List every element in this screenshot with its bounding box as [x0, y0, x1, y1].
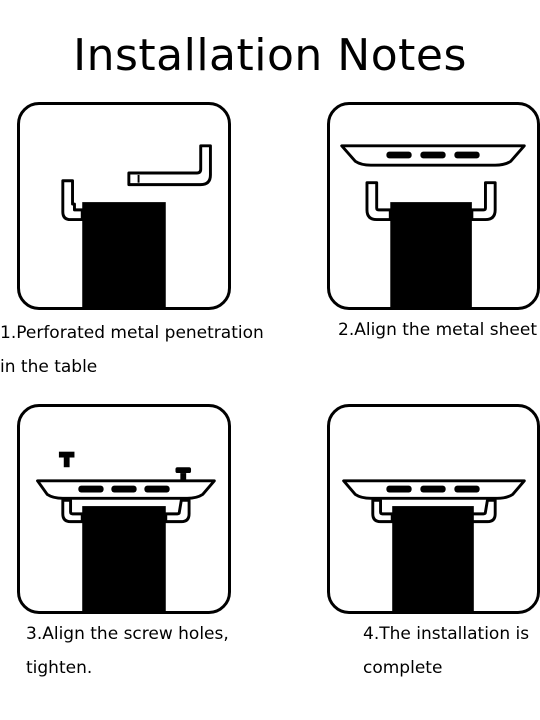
- metal-hook-right: [470, 498, 497, 524]
- step-3-illustration: [17, 404, 231, 614]
- sheet-slot: [78, 485, 104, 493]
- step-2-caption: 2.Align the metal sheet: [338, 320, 538, 340]
- step-1-illustration: [17, 102, 231, 310]
- metal-hook-left: [371, 498, 394, 524]
- table-block: [82, 202, 166, 307]
- metal-hook-left: [61, 498, 84, 524]
- metal-hook-right: [164, 498, 191, 524]
- sheet-slot: [386, 485, 412, 493]
- metal-hook: [61, 179, 84, 222]
- sheet-slot: [454, 151, 480, 159]
- table-block: [82, 506, 166, 611]
- sheet-slot: [420, 151, 446, 159]
- sheet-slot: [386, 151, 412, 159]
- step-3-caption: 3.Align the screw holes, tighten.: [26, 624, 229, 678]
- step-2-diagram: [340, 144, 526, 307]
- step-3-diagram: [36, 451, 216, 611]
- table-block: [390, 202, 472, 307]
- screw-icon: [175, 467, 192, 481]
- sheet-slot: [454, 485, 480, 493]
- sheet-slot: [420, 485, 446, 493]
- table-block: [392, 506, 474, 611]
- step-4-illustration: [327, 404, 540, 614]
- step-4-caption: 4.The installation is complete: [363, 624, 530, 678]
- sheet-slot: [111, 485, 137, 493]
- page-title: Installation Notes: [73, 30, 467, 81]
- step-2-illustration: [327, 102, 540, 310]
- metal-bracket: [127, 144, 212, 187]
- sheet-slot: [144, 485, 170, 493]
- step-4-diagram: [342, 479, 526, 611]
- step-1-diagram: [61, 144, 212, 307]
- screw-icon: [58, 451, 75, 468]
- metal-hook-left: [365, 181, 392, 222]
- metal-hook-right: [470, 181, 497, 222]
- step-1-caption: 1.Perforated metal penetration in the ta…: [0, 323, 264, 377]
